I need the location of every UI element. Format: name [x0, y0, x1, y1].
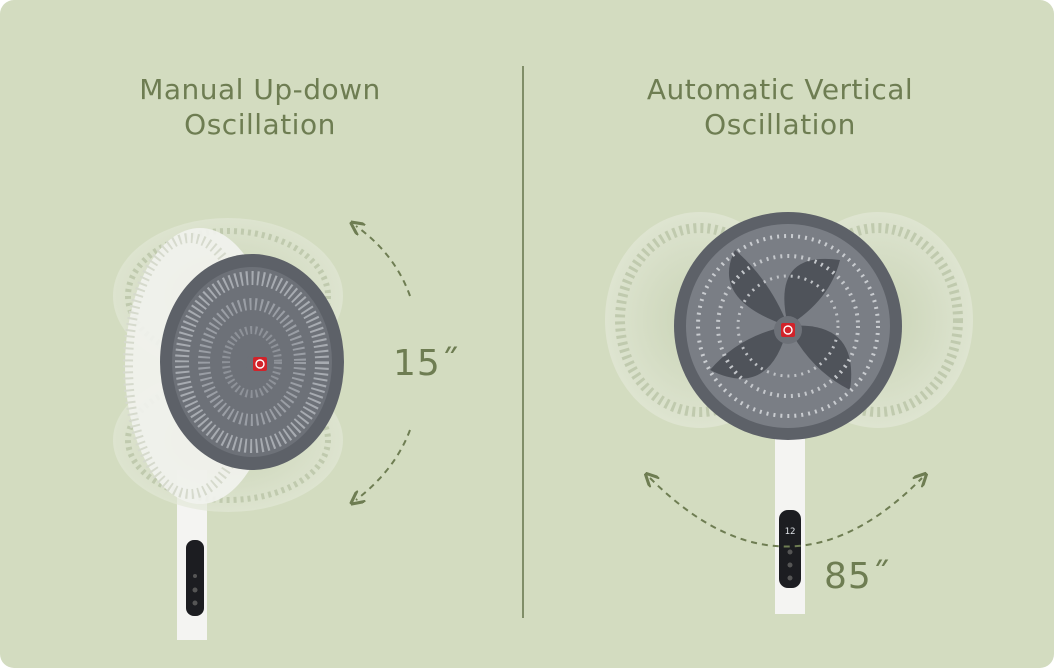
curved-dashed-arrow-icon [356, 226, 411, 297]
left-fan-illustration [113, 218, 344, 640]
right-angle-label: 85˝ [824, 556, 891, 597]
right-panel-title: Automatic Vertical Oscillation [570, 72, 990, 142]
right-fan-logo [781, 323, 795, 337]
left-fan-grille [175, 271, 329, 453]
left-title-line1: Manual Up-down [139, 73, 381, 106]
right-fan-illustration: 12 [605, 212, 973, 614]
right-title-line2: Oscillation [704, 108, 856, 141]
right-title-line1: Automatic Vertical [646, 73, 914, 106]
right-fan-speed-display: 12 [785, 527, 796, 537]
arc-dashed-arrow-icon [650, 478, 922, 548]
right-fan-control-panel [779, 510, 801, 588]
left-panel-title: Manual Up-down Oscillation [50, 72, 470, 142]
left-angle-label: 15˝ [393, 343, 460, 384]
right-fan-grille [696, 234, 880, 418]
panel-divider [522, 66, 524, 618]
left-title-line2: Oscillation [184, 108, 336, 141]
left-fan-logo [253, 357, 267, 371]
curved-dashed-arrow-icon [356, 429, 411, 500]
